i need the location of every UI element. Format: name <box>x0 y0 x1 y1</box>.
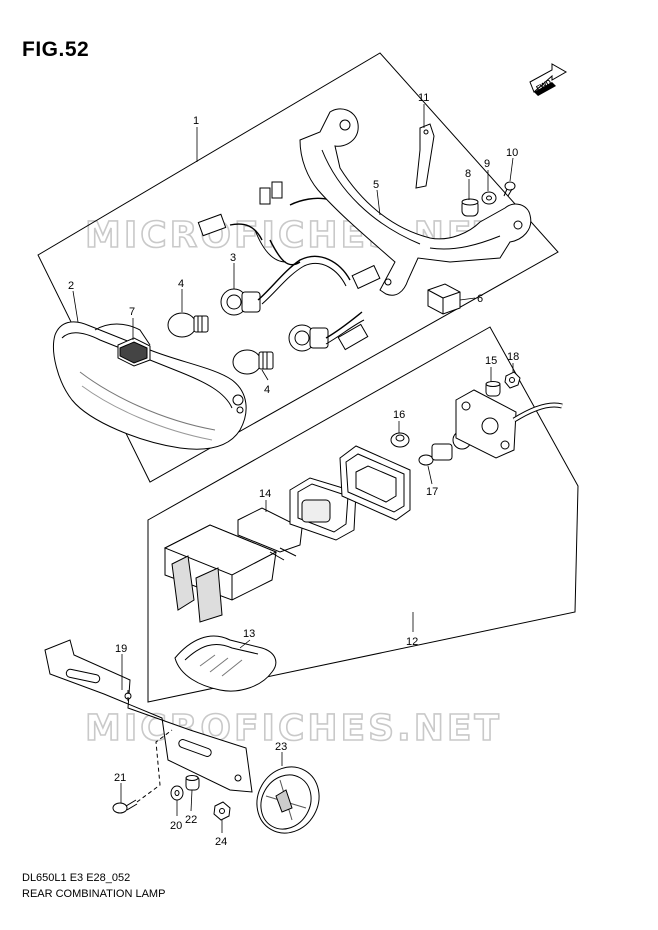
callout-18: 18 <box>507 351 519 363</box>
model-code: DL650L1 E3 E28_052 <box>22 872 131 884</box>
callout-22: 22 <box>185 814 197 826</box>
callout-6: 6 <box>477 293 483 305</box>
callout-24: 24 <box>215 836 227 848</box>
callout-15: 15 <box>485 355 497 367</box>
fwd-arrow-icon: FWD <box>529 63 568 96</box>
grommet-part-7 <box>117 337 151 367</box>
callout-4-lower: 4 <box>264 384 270 396</box>
socket-harness-part-3 <box>197 181 381 352</box>
cushion-part-15 <box>485 381 501 397</box>
lamp-housing-part-2 <box>53 321 247 450</box>
callout-12: 12 <box>406 636 418 648</box>
socket-plate <box>455 389 563 459</box>
callout-11: 11 <box>418 92 429 104</box>
bulb-part-4-upper <box>167 312 209 338</box>
washer-part-9 <box>481 191 497 205</box>
assembly-box-lower <box>147 326 579 703</box>
nut-part-24 <box>213 801 231 821</box>
clamp-part-11 <box>415 123 435 189</box>
washer-part-20 <box>170 785 184 801</box>
bracket-part-19 <box>44 639 253 793</box>
cushion-part-8 <box>461 198 479 217</box>
callout-2: 2 <box>68 280 74 292</box>
lens-part-13 <box>174 635 277 692</box>
callout-10: 10 <box>506 147 518 159</box>
callout-16: 16 <box>393 409 405 421</box>
lamp-bezel <box>339 445 411 521</box>
bracket-part-5 <box>299 108 532 296</box>
bulb-part-4-lower <box>232 349 274 375</box>
callout-9: 9 <box>484 158 490 170</box>
callout-20: 20 <box>170 820 182 832</box>
figure-title: FIG.52 <box>22 38 90 61</box>
callout-14: 14 <box>259 488 271 500</box>
nut-part-18 <box>504 371 521 389</box>
section-name: REAR COMBINATION LAMP <box>22 888 166 900</box>
screw-part-10 <box>503 181 516 197</box>
callout-21: 21 <box>114 772 126 784</box>
tail-lamp-body <box>163 524 278 623</box>
screw-part-21 <box>112 799 138 814</box>
collar-part-22 <box>185 775 200 791</box>
callout-23: 23 <box>275 741 287 753</box>
callout-13: 13 <box>243 628 255 640</box>
block-part-6 <box>427 283 461 315</box>
callout-leaders <box>72 104 514 833</box>
callout-19: 19 <box>115 643 127 655</box>
reflector-part-23 <box>256 766 320 834</box>
callout-7: 7 <box>129 306 135 318</box>
callout-17: 17 <box>426 486 438 498</box>
callout-3: 3 <box>230 252 236 264</box>
rubber-part-16 <box>390 432 410 448</box>
callout-1: 1 <box>193 115 199 127</box>
callout-4-upper: 4 <box>178 278 184 290</box>
lamp-frame <box>289 477 357 541</box>
callout-8: 8 <box>465 168 471 180</box>
guide-lines <box>127 690 173 803</box>
callout-numbers: 1 2 3 4 4 5 6 7 8 9 10 11 12 13 14 15 16… <box>68 92 519 848</box>
callout-5: 5 <box>373 179 379 191</box>
gasket-part-14 <box>237 507 303 561</box>
